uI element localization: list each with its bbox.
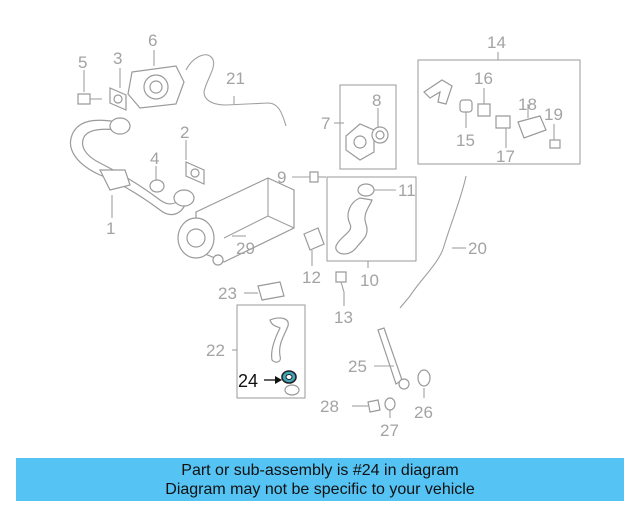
gasket-hole <box>190 168 200 178</box>
fitting-15-part <box>459 99 473 113</box>
callout-14: 14 <box>487 33 506 52</box>
leader-lines <box>83 50 555 418</box>
cooler-edge <box>223 215 269 239</box>
bolt-shaft <box>340 281 345 293</box>
callout-13: 13 <box>334 308 353 327</box>
tube-21-part <box>185 54 287 127</box>
bracket-25-part <box>377 327 403 385</box>
callout-21: 21 <box>226 69 245 88</box>
gasket-12-part <box>303 227 325 251</box>
pipe-flange <box>173 189 195 207</box>
bracket-end <box>398 378 410 390</box>
callout-27: 27 <box>380 421 399 440</box>
part-4 <box>149 179 165 193</box>
callout-23: 23 <box>218 284 237 303</box>
valve-port-inner <box>149 80 163 94</box>
callout-10: 10 <box>360 271 379 290</box>
banner-line-part: Part or sub-assembly is #24 in diagram <box>181 462 459 479</box>
callout-8: 8 <box>372 91 381 110</box>
callout-4: 4 <box>150 149 159 168</box>
ring-26-part <box>417 369 431 387</box>
seal-24-inner <box>285 374 293 380</box>
callout-12: 12 <box>302 268 321 287</box>
callout-5: 5 <box>78 53 87 72</box>
callout-25: 25 <box>348 357 367 376</box>
flange-port <box>353 135 367 149</box>
parts-diagram: 1 2 3 4 5 6 7 8 9 10 11 12 13 14 15 16 1… <box>69 31 581 440</box>
pipe-bracket <box>99 169 131 191</box>
callout-29: 29 <box>236 239 255 258</box>
washer-27-part <box>384 397 396 411</box>
cooler-nipple <box>212 254 224 266</box>
callout-26: 26 <box>414 403 433 422</box>
banner-line-disclaimer: Diagram may not be specific to your vehi… <box>165 481 475 498</box>
sensor-18-part <box>517 115 547 139</box>
cooler-port <box>186 228 206 248</box>
fitting-17-part <box>495 115 511 129</box>
callout-19: 19 <box>544 105 563 124</box>
fitting-16-part <box>477 103 491 117</box>
bolt-28-part <box>367 399 381 413</box>
egr-pipe-part <box>69 119 186 216</box>
group-box-22 <box>236 304 306 399</box>
callout-6: 6 <box>148 31 157 50</box>
pipe-flange <box>109 117 131 135</box>
callout-15: 15 <box>456 131 475 150</box>
pipe-22-part <box>269 317 289 363</box>
bolt-5-part <box>77 93 91 105</box>
callout-22: 22 <box>206 341 225 360</box>
seal-11-part <box>357 183 375 197</box>
group-box-7-8 <box>339 84 397 170</box>
callout-16: 16 <box>474 69 493 88</box>
callout-24: 24 <box>238 371 258 391</box>
callout-9: 9 <box>277 168 286 187</box>
gasket-hole <box>113 94 123 104</box>
callout-18: 18 <box>518 95 537 114</box>
seal-lower <box>284 384 300 396</box>
hose-14-part <box>423 79 453 105</box>
callout-17: 17 <box>496 147 515 166</box>
callout-7: 7 <box>321 114 330 133</box>
group-box-14 <box>417 59 581 165</box>
callout-11: 11 <box>398 181 416 200</box>
bolt-19-part <box>549 139 561 149</box>
group-box-10-11 <box>326 176 417 262</box>
callout-24-arrowhead <box>275 376 282 384</box>
seal-inner <box>375 130 385 140</box>
callout-20: 20 <box>468 239 487 258</box>
bolt-13-part <box>335 271 347 283</box>
callout-1: 1 <box>106 219 115 238</box>
info-banner: Part or sub-assembly is #24 in diagram D… <box>16 458 624 501</box>
callout-3: 3 <box>113 49 122 68</box>
tube-20-part <box>399 175 467 309</box>
pipe-10-part <box>335 197 373 255</box>
callout-28: 28 <box>320 397 339 416</box>
bolt-9-part <box>309 171 319 183</box>
gasket-23-part <box>257 281 285 301</box>
callout-2: 2 <box>180 123 189 142</box>
